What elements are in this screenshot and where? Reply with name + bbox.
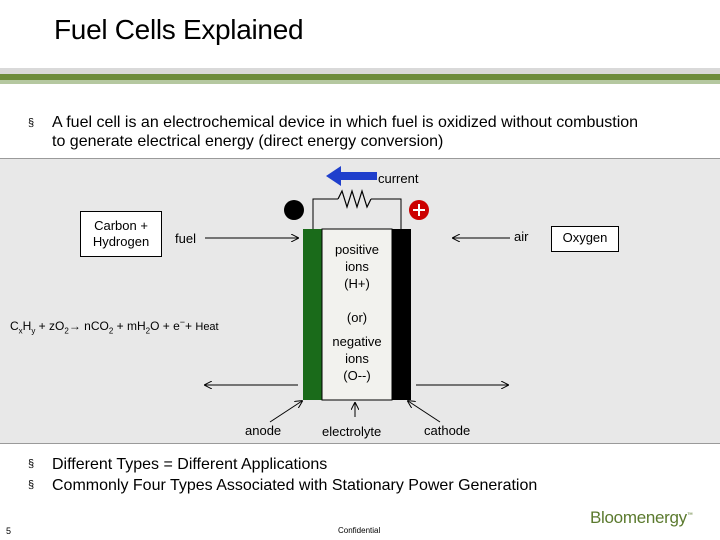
diagram-svg [0,166,510,423]
wire-left [312,198,338,229]
bullet-marker: § [28,458,35,470]
bullet-stationary: Commonly Four Types Associated with Stat… [52,477,538,494]
fuel-cell-diagram: current Carbon + Hydrogen fuel air Oxyge… [0,158,720,444]
air-label: air [514,229,529,244]
logo-word-a: Bloom [590,508,637,527]
eq-minus: − [179,317,186,327]
plus-sign-icon [413,204,425,216]
negative-ions-l1: negative [332,334,382,349]
bullet-marker: § [28,479,35,491]
eq-z: + zO [35,319,65,333]
positive-ions-label: positive ions (H+) [322,241,392,292]
current-arrow-shaft [341,172,377,180]
confidential-label: Confidential [338,526,381,535]
current-arrow-head [326,166,341,186]
slide-title: Fuel Cells Explained [54,14,304,45]
bullet-intro: A fuel cell is an electrochemical device… [52,114,639,150]
fuel-input-box: Carbon + Hydrogen [80,211,162,257]
eq-n: nCO [80,319,109,333]
resistor-icon [337,188,372,210]
header-band-green [0,74,720,80]
eq-heat: Heat [195,321,219,333]
logo-word-b: energy [636,508,687,527]
eq-y: y [31,326,36,336]
fuel-label: fuel [175,231,196,246]
anode-label: anode [245,423,282,438]
or-label: (or) [346,310,368,325]
eq-m: + mH [113,319,146,333]
bullet-types: Different Types = Different Applications [52,456,328,473]
eq-c: C [10,319,19,333]
header-band-light [0,80,720,84]
header-band-gray [0,68,720,74]
oxygen-box: Oxygen [551,226,619,252]
eq-n2: 2 [108,326,114,336]
eq-oe: O + e [150,319,180,333]
cathode-pointer [408,401,441,423]
cathode-label: cathode [424,423,471,438]
positive-ions-l3: (H+) [344,276,370,291]
negative-terminal-icon [284,200,304,220]
bloomenergy-logo: Bloomenergy™ [590,508,693,528]
cathode-layer [392,229,411,400]
eq-h: H [22,319,32,333]
eq-z2: 2 [64,326,69,336]
eq-m2: 2 [145,326,151,336]
current-label: current [378,171,419,186]
positive-ions-l1: positive [334,242,380,257]
negative-ions-label: negative ions (O--) [322,333,392,384]
bullet-marker: § [28,117,35,129]
electrolyte-layer [321,228,393,401]
fuel-box-line2: Hydrogen [92,234,150,249]
eq-plus: + [185,319,196,333]
anode-pointer [269,401,302,423]
reaction-equation: CxHy + zO2→ nCO2 + mH2O + e−+ Heat [10,314,219,339]
negative-ions-l2: ions [345,351,369,366]
wire-right [371,198,402,229]
electrolyte-label: electrolyte [322,424,382,439]
logo-tm: ™ [686,512,693,519]
positive-ions-l2: ions [345,259,369,274]
negative-ions-l3: (O--) [343,368,371,383]
page-number: 5 [6,526,12,536]
eq-arrow: → [68,319,81,333]
eq-x: x [18,326,23,336]
anode-layer [303,229,322,400]
fuel-box-line1: Carbon + [94,218,148,233]
